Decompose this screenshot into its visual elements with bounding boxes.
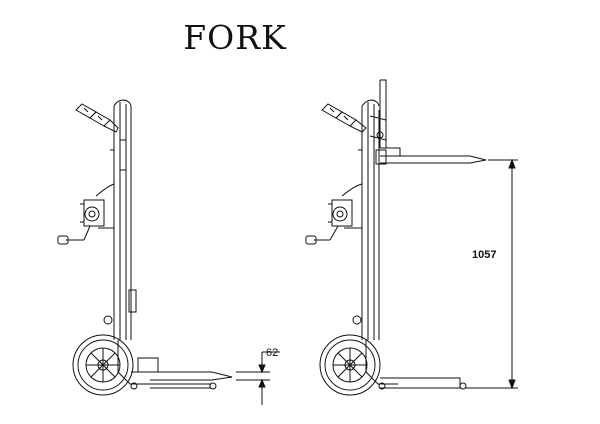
trolley-view-lowered — [58, 100, 280, 405]
trolley-view-raised — [306, 80, 518, 395]
handle-grip-right — [322, 104, 366, 132]
winch-right — [306, 184, 362, 244]
dimension-lift-height — [466, 160, 518, 388]
fork-thickness-label: 62 — [266, 347, 278, 359]
winch-left — [58, 184, 114, 244]
handle-grip-left — [76, 104, 118, 132]
chassis-left — [118, 340, 232, 389]
wheel-right — [320, 316, 380, 395]
lift-height-label: 1057 — [472, 249, 496, 261]
drawing-title: FORK — [183, 18, 287, 57]
chassis-right — [366, 340, 466, 389]
fork-raised — [376, 148, 486, 164]
wheel-left — [73, 316, 133, 395]
dimension-fork-thickness — [236, 352, 280, 405]
